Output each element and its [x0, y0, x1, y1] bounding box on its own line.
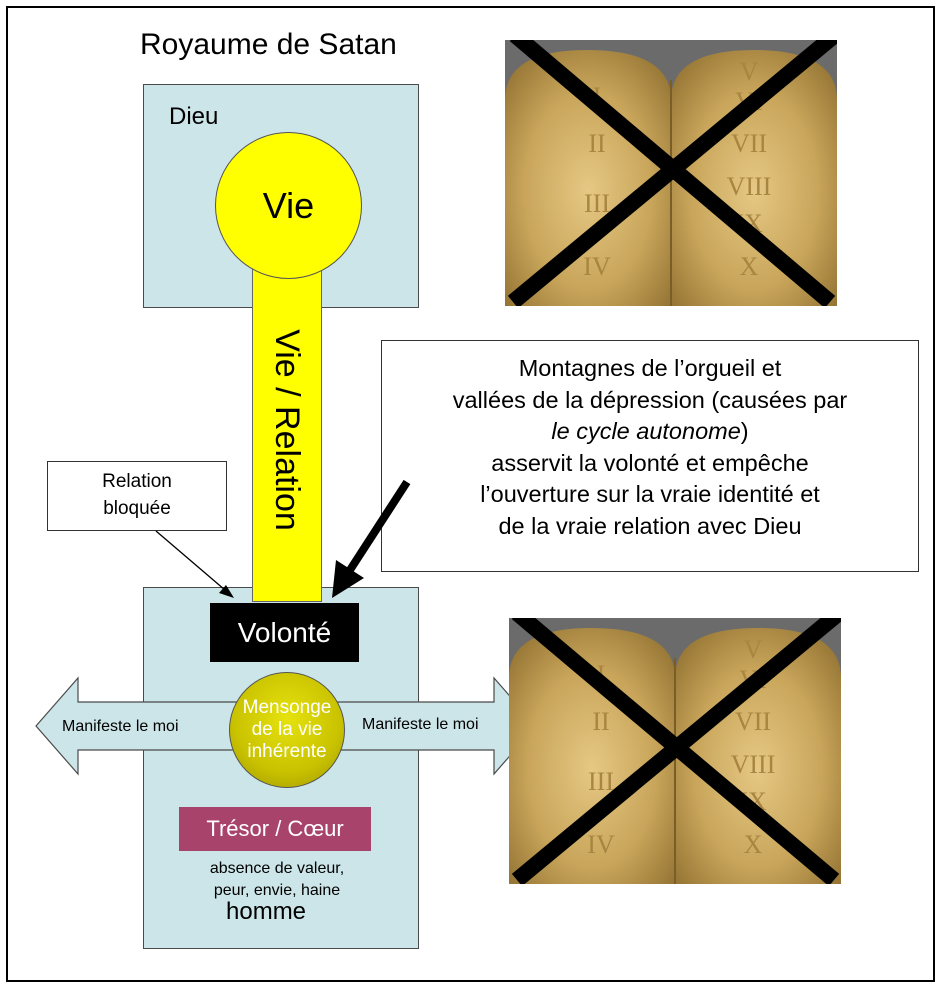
numeral: VII — [731, 129, 767, 158]
montagnes-box: Montagnes de l’orgueil et vallées de la … — [381, 340, 919, 572]
cross-out-icon — [511, 618, 841, 884]
left-tablet-numerals: I II III IV — [583, 82, 611, 281]
numeral: V — [740, 57, 759, 86]
numeral: X — [744, 830, 763, 859]
montagnes-line-2: vallées de la dépression (causées par — [452, 386, 848, 413]
tresor-box: Trésor / Cœur — [179, 807, 371, 851]
mensonge-line-1: Mensonge — [242, 697, 332, 718]
tresor-label: Trésor / Cœur — [206, 816, 344, 841]
montagnes-line-6: de la vraie relation avec Dieu — [498, 512, 802, 539]
numeral: VIII — [727, 172, 772, 201]
mensonge-circle: Mensonge de la vie inhérente — [229, 672, 345, 788]
volonte-label: Volonté — [237, 616, 332, 648]
montagnes-line-4: asservit la volonté et empêche — [491, 449, 809, 476]
mensonge-line-2: de la vie — [251, 719, 323, 740]
cross-out-icon — [507, 40, 837, 306]
homme-label: homme — [226, 898, 307, 925]
manifeste-left-label: Manifeste le moi — [62, 718, 179, 735]
pointer-arrowhead-icon — [332, 560, 364, 598]
vie-circle: Vie — [215, 132, 362, 279]
numeral: X — [740, 252, 759, 281]
numeral: VII — [735, 707, 771, 736]
montagnes-line-1: Montagnes de l’orgueil et — [518, 355, 782, 381]
absence-line-1: absence de valeur, — [209, 860, 345, 877]
montagnes-italic: le cycle autonome — [551, 418, 741, 444]
thin-pointer-arrow-icon — [155, 530, 226, 591]
numeral: V — [744, 635, 763, 664]
numeral: II — [588, 129, 605, 158]
numeral: IV — [583, 252, 611, 281]
dieu-label: Dieu — [169, 103, 219, 130]
thin-pointer-arrowhead-icon — [219, 585, 234, 598]
absence-text: absence de valeur, peur, envie, haine — [160, 858, 394, 902]
vie-circle-label: Vie — [262, 184, 315, 226]
mensonge-line-3: inhérente — [247, 741, 327, 762]
numeral: IV — [587, 830, 615, 859]
commandment-tablet-icon-bottom: I II III IV V VI VII VIII IX X — [509, 618, 841, 884]
numeral: III — [588, 767, 614, 796]
numeral: III — [584, 189, 610, 218]
relation-bloquee-line-2: bloquée — [103, 498, 171, 519]
montagnes-line-5: l’ouverture sur la vraie identité et — [480, 481, 820, 507]
pointer-arrow-icon — [346, 479, 411, 573]
montagnes-suffix: ) — [740, 418, 749, 444]
left-tablet-numerals: I II III IV — [587, 660, 615, 859]
volonte-box: Volonté — [210, 603, 359, 662]
numeral: II — [592, 707, 609, 736]
diagram-frame — [6, 6, 935, 982]
relation-bloquee-line-1: Relation — [102, 471, 172, 492]
numeral: VIII — [731, 750, 776, 779]
vie-relation-column — [252, 222, 322, 602]
manifeste-right-label: Manifeste le moi — [362, 716, 479, 733]
absence-line-2: peur, envie, haine — [213, 882, 341, 899]
diagram-title: Royaume de Satan — [140, 28, 397, 61]
relation-bloquee-box: Relation bloquée — [47, 461, 227, 531]
montagnes-line-3: le cycle autonome) — [382, 416, 918, 448]
commandment-tablet-icon-top: I II III IV V VI VII VIII IX X — [505, 40, 837, 306]
